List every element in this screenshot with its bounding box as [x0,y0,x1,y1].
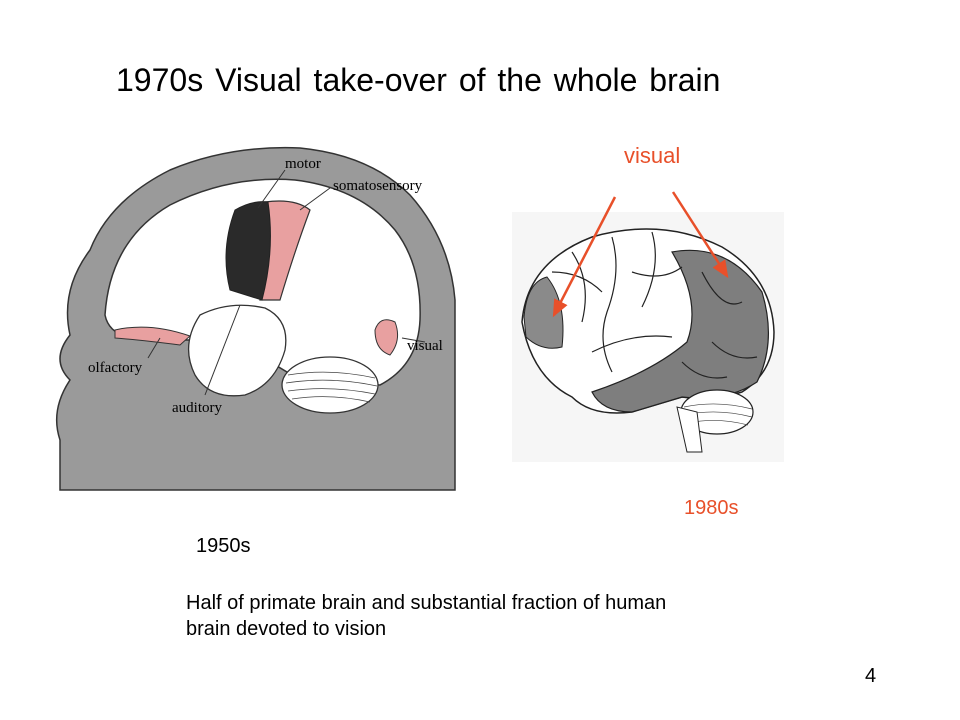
arrow-to-frontal [552,196,617,318]
label-olfactory: olfactory [88,360,143,376]
caption-line-2: brain devoted to vision [186,618,387,640]
label-motor: motor [285,156,321,172]
label-somatosensory: somatosensory [333,178,423,194]
arrow-to-occipital [671,191,729,279]
brain-diagram-1980s [512,212,784,462]
page-number: 4 [865,665,877,687]
label-1980s: 1980s [684,497,739,519]
olfactory-area [114,326,191,346]
slide-title: 1970s Visual take-over of the whole brai… [116,62,721,98]
label-1950s: 1950s [196,535,251,557]
caption: Half of primate brain and substantial fr… [186,590,866,642]
label-visual-1950: visual [407,338,443,354]
visual-cortex-region [591,249,769,413]
brain-diagram-1950s: motor somatosensory visual olfactory aud… [30,140,460,495]
visual-area [374,319,399,356]
brainstem [676,406,703,453]
caption-line-1: Half of primate brain and substantial fr… [186,592,667,614]
label-visual: visual [624,143,681,168]
motor-area [225,201,271,301]
temporal-lobe [187,304,287,397]
label-auditory: auditory [172,400,222,416]
